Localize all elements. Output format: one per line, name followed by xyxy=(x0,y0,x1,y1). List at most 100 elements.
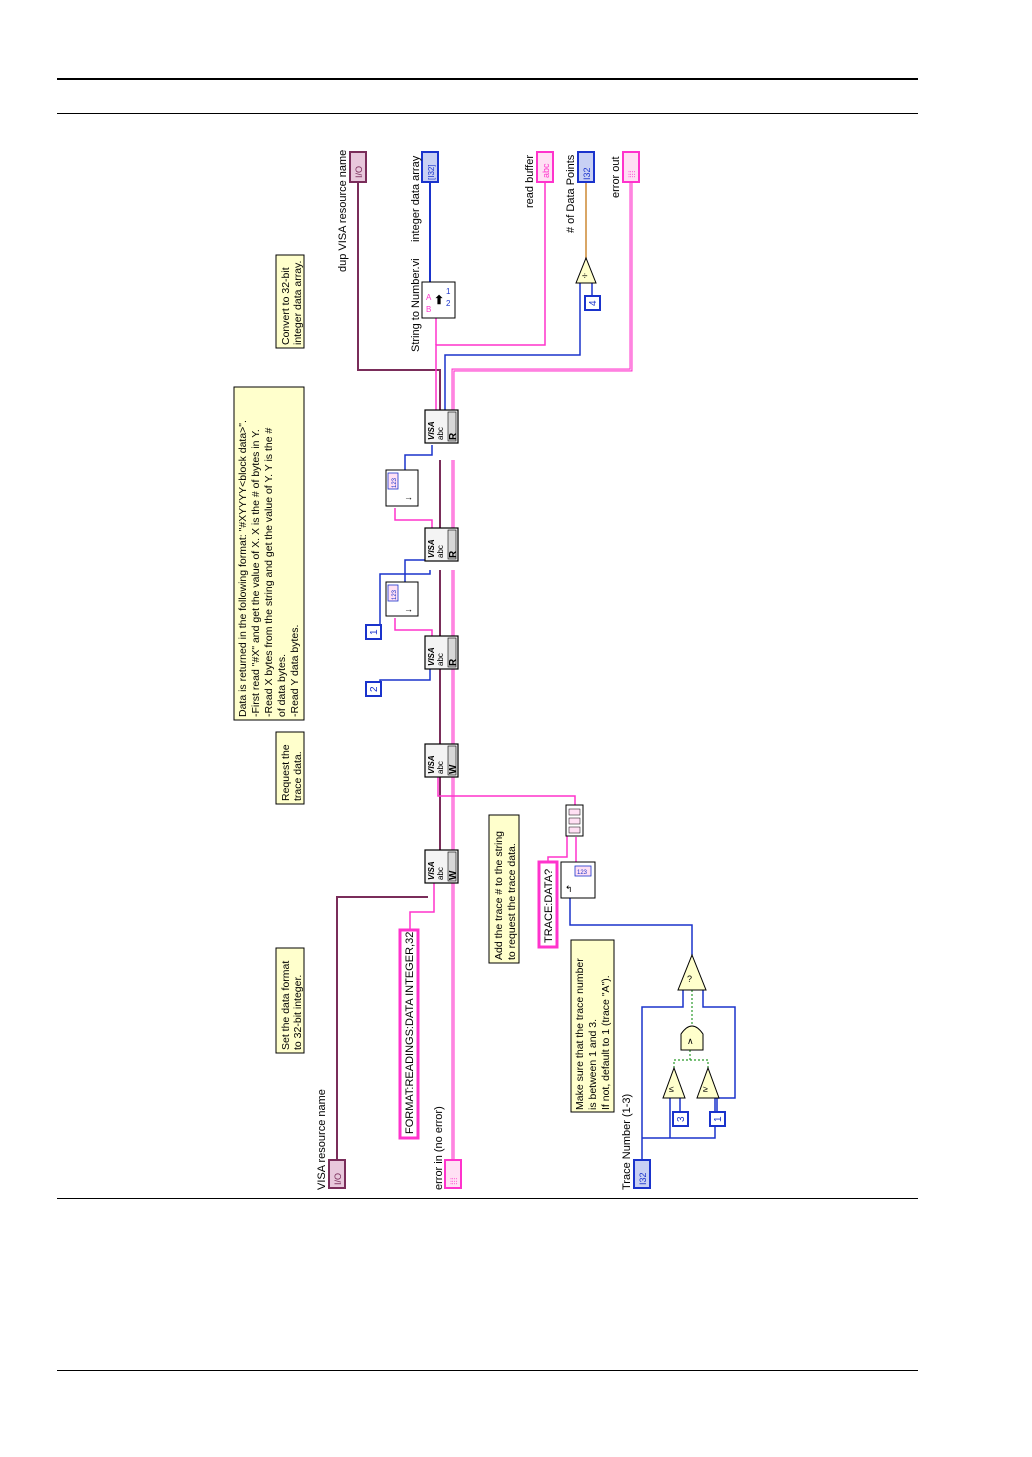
terminal-trace-number-label: Trace Number (1-3) xyxy=(621,1094,633,1190)
divide-node[interactable]: ÷ xyxy=(575,256,597,284)
terminal-read-buffer-type: abc xyxy=(541,163,551,178)
abc-letters-icon: A xyxy=(426,293,432,302)
decimal-string-to-number-2[interactable]: 123 → xyxy=(385,469,419,507)
terminal-int-array-label: integer data array xyxy=(410,155,422,242)
terminal-read-buffer[interactable]: abc read buffer xyxy=(524,151,554,208)
terminal-error-out-type: ⁞⁞⁞ xyxy=(627,170,637,178)
wire-read-buffer xyxy=(435,183,546,413)
terminal-num-points-label: # of Data Points xyxy=(565,154,577,233)
note-range-check-line2: is between 1 and 3. xyxy=(587,1019,599,1110)
visa-read-data[interactable]: VISA abc R xyxy=(424,409,459,444)
constant-read-count-2[interactable]: 2 xyxy=(365,681,382,697)
select-node[interactable]: ? xyxy=(677,953,707,991)
terminal-error-out-label: error out xyxy=(610,156,622,198)
note-data-format-line2: -First read "#X" and get the value of X.… xyxy=(250,429,262,717)
wire-trace-string xyxy=(437,770,576,862)
abc-letters-icon-2: B xyxy=(426,305,431,314)
decimal-string-2-text: 123 xyxy=(392,477,398,488)
terminal-num-points-type: I32 xyxy=(582,167,592,180)
constant-read-count-1[interactable]: 1 xyxy=(365,624,382,640)
constant-divisor-text: 4 xyxy=(588,300,599,306)
string-to-number-label: String to Number.vi xyxy=(410,258,422,352)
decimal-string-1-text: 123 xyxy=(392,589,398,600)
wire-count-to-divide xyxy=(444,283,581,413)
note-add-trace: Add the trace # to the string to request… xyxy=(488,814,520,964)
note-add-trace-line2: to request the trace data. xyxy=(506,843,518,960)
constant-upper-limit-text: 3 xyxy=(676,1116,687,1122)
string-to-number-vi[interactable]: A B ⬆ 1 2 String to Number.vi xyxy=(410,258,456,352)
note-add-trace-line1: Add the trace # to the string xyxy=(493,831,505,960)
terminal-int-array[interactable]: [I32] integer data array xyxy=(410,151,439,242)
visa-write-format[interactable]: VISA abc W xyxy=(424,849,459,884)
constant-lower-limit[interactable]: 1 xyxy=(709,1111,726,1127)
arrow-icon: → xyxy=(404,604,413,614)
terminal-num-points[interactable]: I32 # of Data Points xyxy=(565,151,595,233)
visa-write-format-tag: VISA xyxy=(427,861,436,880)
visa-read-length-mode: R xyxy=(448,550,459,558)
header-rule-top xyxy=(57,78,918,80)
visa-read-data-mode: R xyxy=(448,432,459,440)
visa-read-header[interactable]: VISA abc R xyxy=(424,635,459,670)
note-range-check-line3: If not, default to 1 (trace "A"). xyxy=(600,975,612,1110)
concatenate-strings[interactable] xyxy=(565,804,584,837)
wire-trace-number xyxy=(641,990,736,1160)
constant-format-command-text: FORMAT:READINGS:DATA INTEGER,32 xyxy=(404,932,416,1134)
visa-write-request-tag: VISA xyxy=(427,755,436,774)
note-set-format-line1: Set the data format xyxy=(280,961,292,1050)
visa-read-length-tag: VISA xyxy=(427,539,436,558)
terminal-visa-in-label: VISA resource name xyxy=(316,1089,328,1190)
visa-read-length[interactable]: VISA abc R xyxy=(424,527,459,562)
format-arrow-icon: ↰ xyxy=(565,884,573,894)
wire-bool-and xyxy=(673,990,709,1068)
terminal-visa-in[interactable]: I/O VISA resource name xyxy=(316,1089,346,1190)
wire-count-2 xyxy=(379,660,431,689)
note-convert-line1: Convert to 32-bit xyxy=(280,267,292,345)
note-set-format-line2: to 32-bit integer. xyxy=(292,975,304,1050)
terminal-error-in-label: error in (no error) xyxy=(433,1106,445,1190)
visa-write-format-text: abc xyxy=(436,867,445,880)
visa-read-data-text: abc xyxy=(436,427,445,440)
note-request-line1: Request the xyxy=(280,744,292,801)
decimal-string-to-number-1[interactable]: 123 → xyxy=(385,581,419,617)
constant-read-count-2-text: 2 xyxy=(369,686,380,692)
terminal-read-buffer-label: read buffer xyxy=(524,155,536,208)
wires xyxy=(336,183,736,1160)
arrow-icon: → xyxy=(404,492,413,502)
note-data-format-line1: Data is returned in the following format… xyxy=(237,420,249,717)
terminal-int-array-type: [I32] xyxy=(427,164,436,180)
wire-read1-to-dec1 xyxy=(394,618,433,640)
terminal-error-in[interactable]: ⁞⁞⁞ error in (no error) xyxy=(433,1106,462,1190)
terminal-trace-number[interactable]: I32 Trace Number (1-3) xyxy=(621,1094,651,1190)
constant-lower-limit-text: 1 xyxy=(713,1116,724,1122)
terminal-dup-visa[interactable]: I/O dup VISA resource name xyxy=(337,150,367,272)
constant-trace-command[interactable]: TRACE:DATA? xyxy=(537,860,559,949)
constant-format-command[interactable]: FORMAT:READINGS:DATA INTEGER,32 xyxy=(398,928,420,1140)
visa-read-header-text: abc xyxy=(436,653,445,666)
number-digits-icon-2: 2 xyxy=(446,299,451,308)
note-convert-line2: integer data array. xyxy=(292,261,304,345)
wire-dec2-to-read3 xyxy=(404,445,433,470)
and-icon: ∧ xyxy=(687,1036,694,1046)
terminal-dup-visa-type: I/O xyxy=(354,166,364,178)
terminal-error-in-type: ⁞⁞⁞ xyxy=(449,1177,459,1185)
wire-visa-chain xyxy=(336,183,441,1160)
visa-read-header-mode: R xyxy=(448,658,459,666)
note-range-check-line1: Make sure that the trace number xyxy=(574,958,586,1110)
wire-format-string xyxy=(409,872,435,930)
note-convert: Convert to 32-bit integer data array. xyxy=(275,254,305,349)
terminal-error-out[interactable]: ⁞⁞⁞ error out xyxy=(610,151,640,198)
note-range-check: Make sure that the trace number is betwe… xyxy=(570,939,615,1113)
note-data-format-line5: -Read Y data bytes. xyxy=(289,625,301,717)
less-or-equal-node[interactable]: ≤ xyxy=(662,1066,686,1099)
and-node[interactable]: ∧ xyxy=(680,1025,704,1051)
constant-divisor[interactable]: 4 xyxy=(584,295,601,311)
visa-write-request-mode: W xyxy=(448,764,459,774)
greater-equal-icon: ≥ xyxy=(703,1084,708,1094)
constant-upper-limit[interactable]: 3 xyxy=(672,1111,689,1127)
format-into-string[interactable]: 123 ↰ xyxy=(560,861,596,899)
wire-read2-to-dec2 xyxy=(394,508,433,532)
note-data-format-line3: -Read X bytes from the string and get th… xyxy=(263,428,275,717)
visa-write-request[interactable]: VISA abc W xyxy=(424,743,459,778)
greater-or-equal-node[interactable]: ≥ xyxy=(696,1066,720,1099)
visa-read-data-tag: VISA xyxy=(427,421,436,440)
